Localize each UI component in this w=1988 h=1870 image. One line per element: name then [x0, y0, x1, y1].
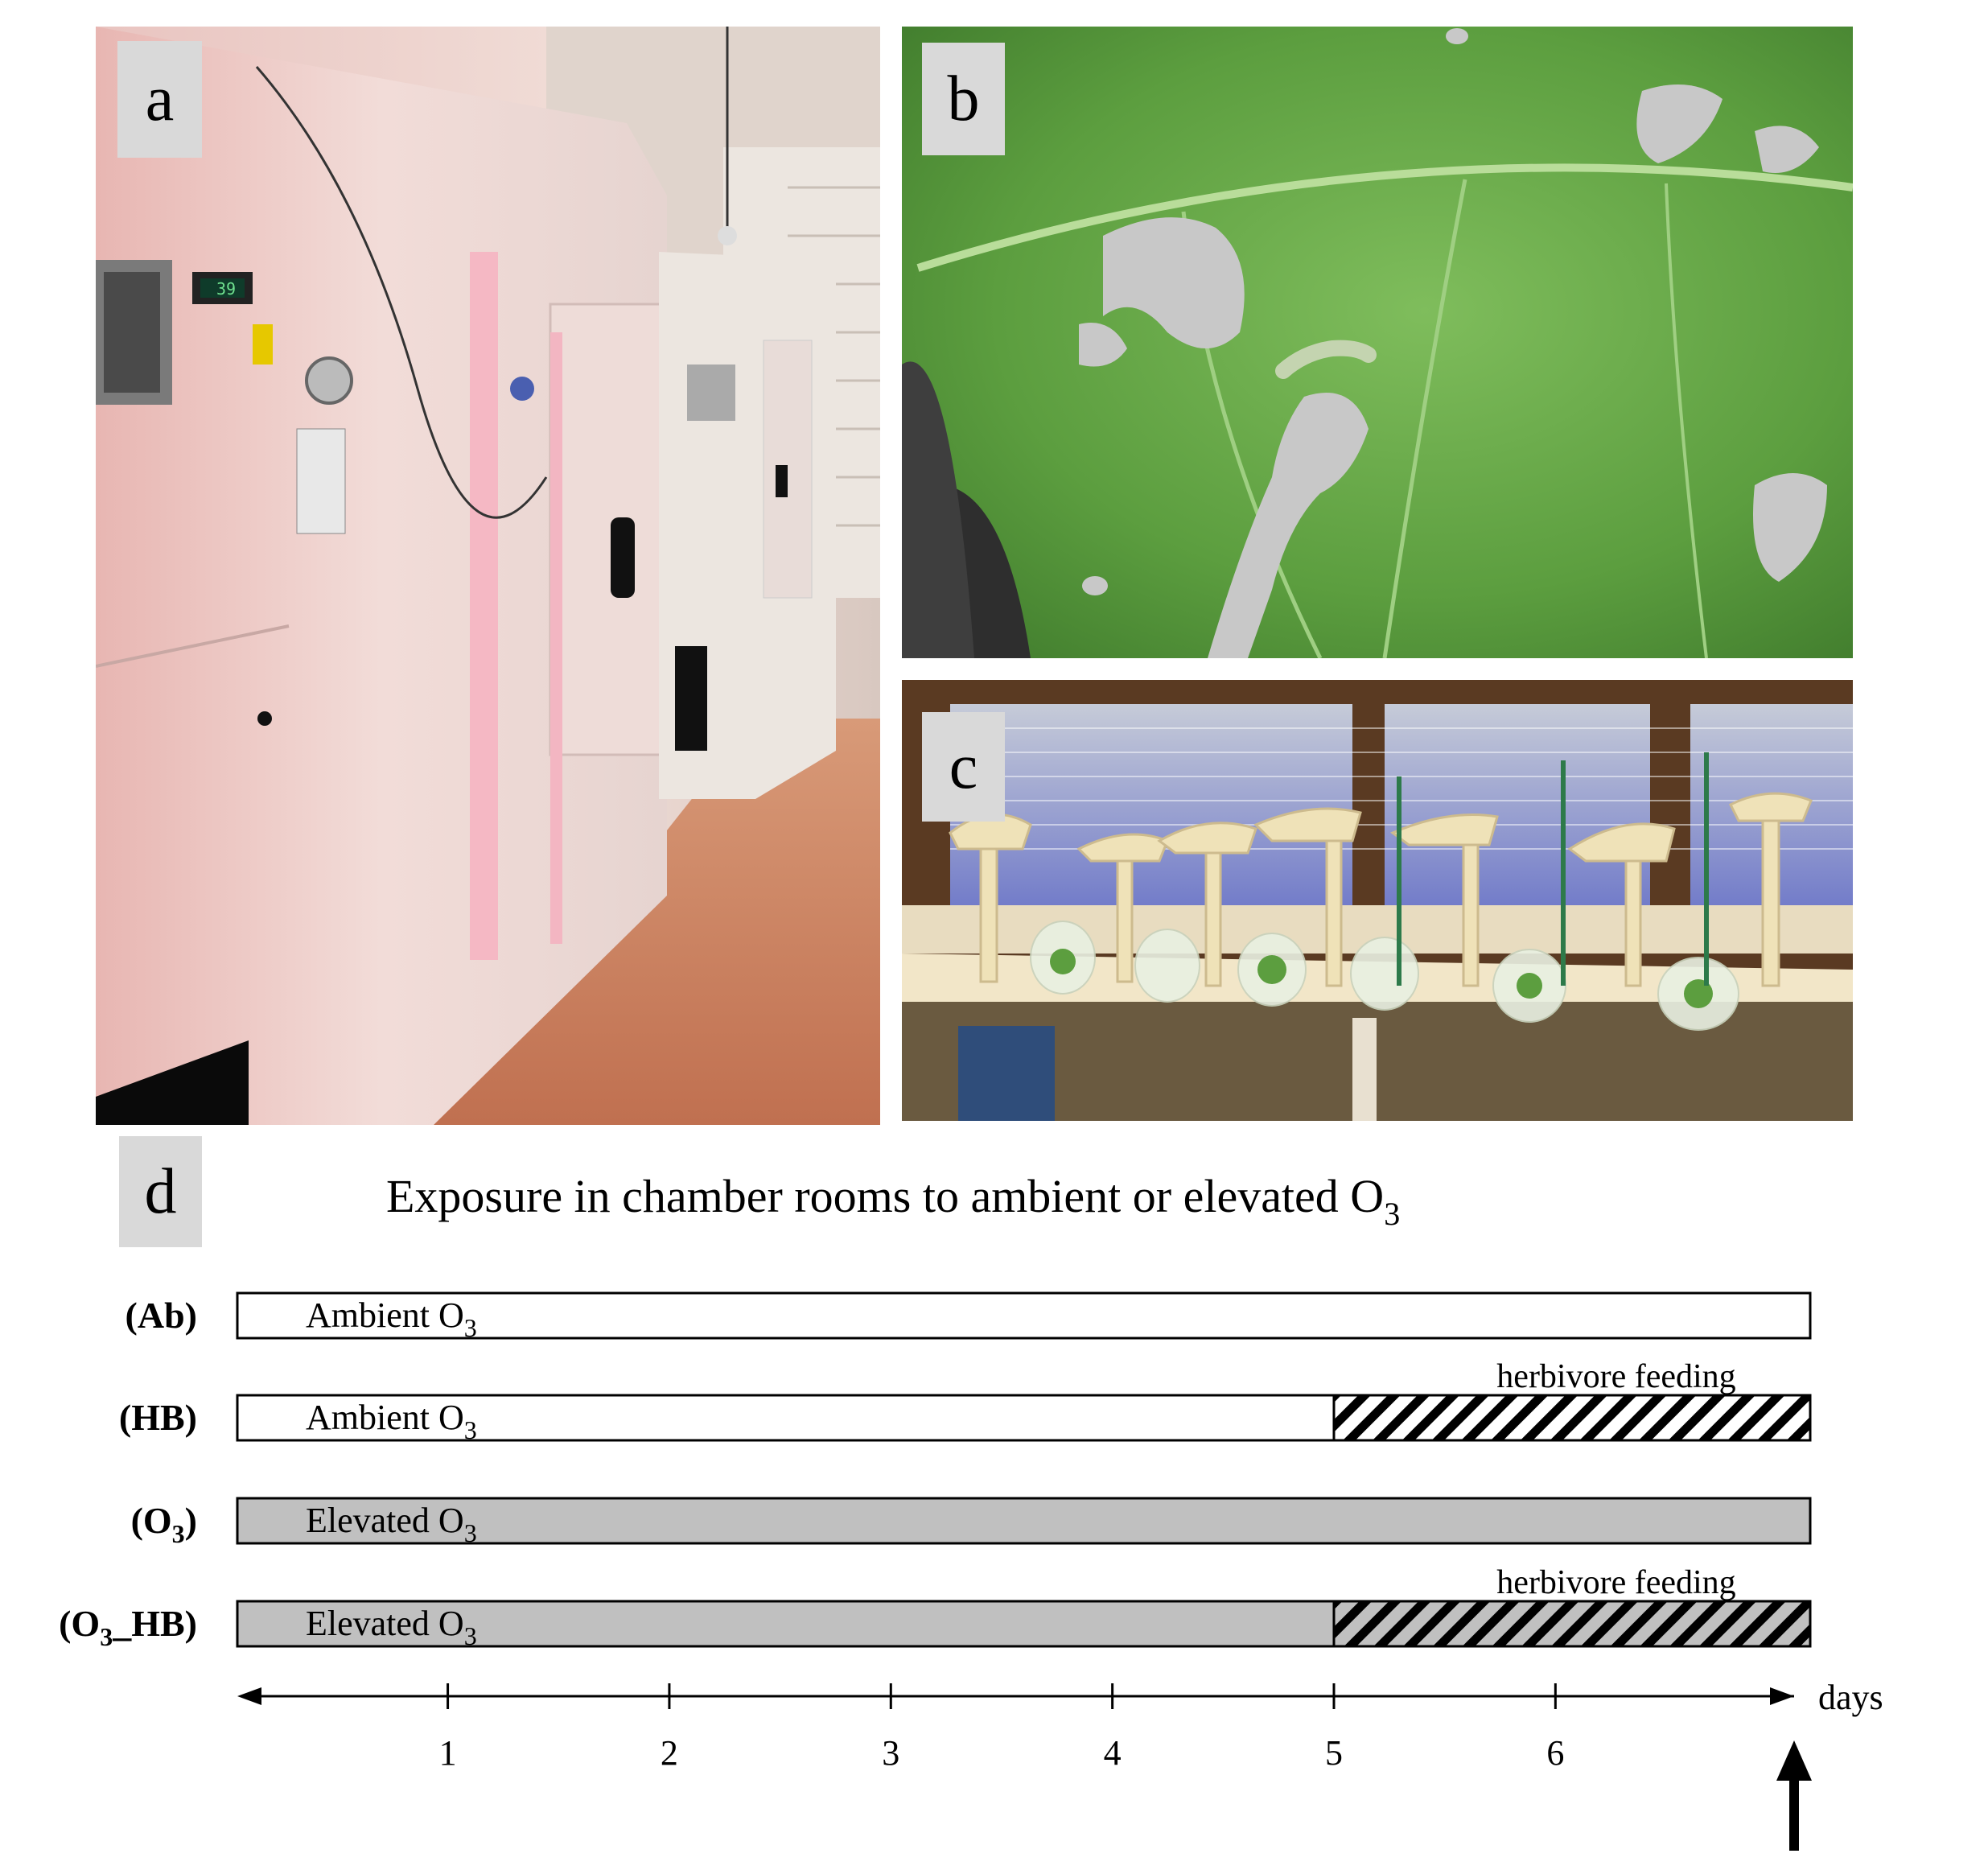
herbivore-feeding-label-o3hb: herbivore feeding: [1496, 1564, 1735, 1601]
bar-label-o3: Elevated O3: [306, 1501, 477, 1547]
photo-panel-b: b: [902, 27, 1853, 658]
herbivore-feeding-label-hb: herbivore feeding: [1496, 1358, 1735, 1395]
axis-tick-label-4: 4: [1104, 1733, 1122, 1773]
bar-label-hb: Ambient O3: [306, 1398, 477, 1444]
panel-label-b: b: [922, 43, 1005, 155]
herbivore-feeding-segment-hb: [1332, 1394, 1812, 1442]
caterpillar-on-leaf-photo: [902, 27, 1853, 658]
row-label-ab: (Ab): [126, 1295, 197, 1336]
volatile-collection-setup-photo: [902, 680, 1853, 1121]
climate-chamber-room-photo: 39: [96, 27, 880, 1125]
axis-tick-label-3: 3: [882, 1733, 899, 1773]
chamber-temperature-readout: 39: [216, 279, 236, 299]
row-label-o3hb: (O3_HB): [59, 1603, 197, 1651]
photo-panel-c: c: [902, 680, 1853, 1121]
axis-tick-label-6: 6: [1546, 1733, 1564, 1773]
panel-label-c: c: [922, 712, 1005, 822]
exposure-bar-ab: [236, 1291, 1812, 1340]
axis-tick-label-5: 5: [1325, 1733, 1343, 1773]
timeline-row-ab: (Ab) Ambient O3: [126, 1291, 1812, 1342]
photo-panel-a: 39 a: [96, 27, 880, 1125]
volatile-collection-arrow-icon: [1776, 1740, 1812, 1781]
row-label-o3: (O3): [131, 1500, 197, 1548]
timeline-row-o3: (O3) Elevated O3: [131, 1497, 1812, 1548]
axis-unit-label: days: [1818, 1678, 1883, 1717]
diagram-title: Exposure in chamber rooms to ambient or …: [386, 1170, 1400, 1232]
exposure-timeline-diagram: Exposure in chamber rooms to ambient or …: [59, 1170, 1883, 1851]
axis-tick-label-2: 2: [661, 1733, 678, 1773]
herbivore-feeding-segment-o3hb: [1332, 1600, 1812, 1648]
panel-label-d: d: [119, 1136, 202, 1247]
volatile-collection-arrow-shaft: [1789, 1777, 1799, 1851]
days-axis: 123456daysVolatile collection: [237, 1678, 1883, 1851]
axis-tick-label-1: 1: [439, 1733, 457, 1773]
bar-label-ab: Ambient O3: [306, 1295, 477, 1342]
axis-arrow-right: [1770, 1687, 1794, 1705]
exposure-bar-o3: [236, 1497, 1812, 1545]
panel-label-a: a: [117, 41, 202, 158]
row-label-hb: (HB): [119, 1397, 197, 1438]
axis-arrow-left: [237, 1687, 261, 1705]
bar-label-o3hb: Elevated O3: [306, 1604, 477, 1650]
